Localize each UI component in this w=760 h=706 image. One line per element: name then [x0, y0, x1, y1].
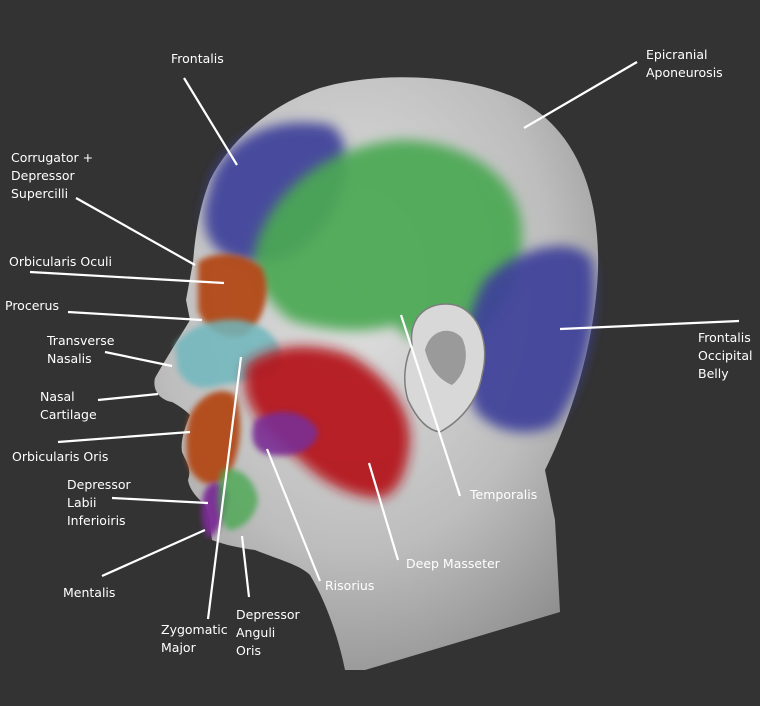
leader-line-orbicularis-oris	[57, 430, 191, 444]
label-deep-masseter: Deep Masseter	[406, 556, 500, 571]
label-nasal-cartilage: Nasal Cartilage	[40, 389, 97, 422]
label-epicranial-aponeurosis: Epicranial Aponeurosis	[646, 47, 723, 80]
leader-lines	[29, 61, 740, 620]
leader-line-depressor-anguli	[240, 535, 251, 598]
label-frontalis-occipital-belly: Frontalis Occipital Belly	[698, 330, 753, 381]
orbicularis-oculi-muscle	[198, 254, 267, 337]
chin-muscle	[218, 469, 258, 530]
label-transverse-nasalis: Transverse Nasalis	[47, 333, 115, 366]
leader-line-depressor-labii	[111, 496, 209, 505]
leader-line-procerus	[67, 310, 203, 322]
label-corrugator-depressor-supercilli: Corrugator + Depressor Supercilli	[11, 150, 94, 201]
orbicularis-oris-muscle	[186, 391, 241, 485]
leader-line-corrugator	[75, 197, 196, 266]
label-depressor-labii-inferioris: Depressor Labii Inferioiris	[67, 477, 131, 528]
label-procerus: Procerus	[5, 298, 59, 313]
leader-line-zygomatic-major	[206, 356, 243, 620]
masseter-muscle	[245, 346, 410, 499]
leader-line-orbicularis-oculi	[29, 270, 225, 285]
label-frontalis: Frontalis	[171, 51, 224, 66]
label-temporalis: Temporalis	[470, 487, 538, 502]
leader-line-nasal-cartilage	[97, 392, 159, 402]
leader-line-deep-masseter	[367, 462, 400, 561]
label-depressor-anguli-oris: Depressor Anguli Oris	[236, 607, 300, 658]
leader-line-frontalis	[183, 77, 238, 166]
leader-line-frontalis-occipital	[559, 319, 740, 331]
leader-line-transverse-nasalis	[104, 350, 173, 368]
label-risorius: Risorius	[325, 578, 375, 593]
leader-line-risorius	[265, 448, 322, 582]
label-mentalis: Mentalis	[63, 585, 116, 600]
ear	[404, 303, 486, 433]
leader-line-temporalis	[399, 314, 462, 497]
temporalis-muscle	[254, 140, 523, 345]
frontalis-occipital-muscle	[465, 246, 595, 433]
leader-line-mentalis	[101, 528, 206, 578]
label-orbicularis-oculi: Orbicularis Oculi	[9, 254, 112, 269]
label-orbicularis-oris: Orbicularis Oris	[12, 449, 109, 464]
label-zygomatic-major: Zygomatic Major	[161, 622, 228, 655]
leader-line-epicranial-aponeurosis	[523, 61, 638, 129]
